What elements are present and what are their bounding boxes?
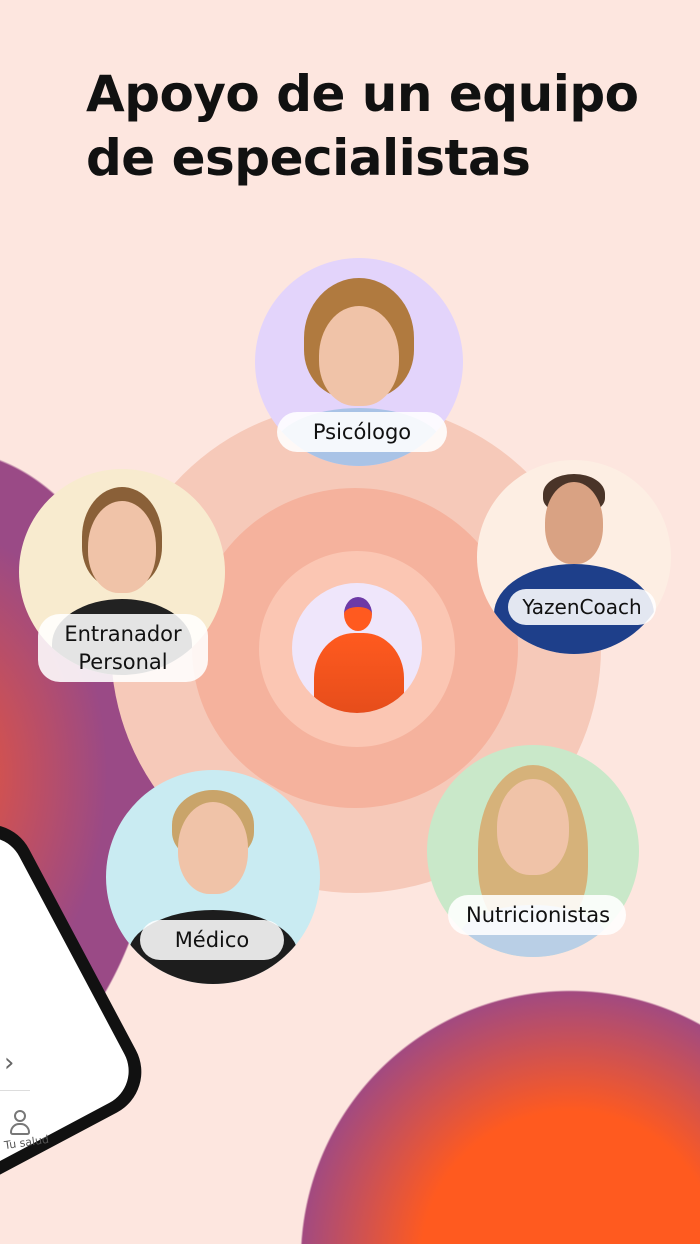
- label-psicologo: Psicólogo: [277, 412, 447, 452]
- center-illustration: [292, 583, 422, 713]
- label-yazencoach: YazenCoach: [508, 589, 656, 625]
- nav-tu-salud[interactable]: Tu salud: [3, 1110, 50, 1152]
- label-line-2: Personal: [78, 650, 168, 674]
- chevron-right-icon[interactable]: ›: [4, 1048, 15, 1078]
- decorative-blob-right: [300, 990, 700, 1244]
- person-icon: [10, 1110, 30, 1136]
- label-entrenador-personal: Entranador Personal: [38, 614, 208, 682]
- figure-head: [344, 597, 372, 631]
- title-line-2: de especialistas: [86, 129, 531, 187]
- page-title: Apoyo de un equipo de especialistas: [86, 62, 639, 190]
- label-line-1: Entranador: [64, 622, 182, 646]
- figure-body: [314, 633, 404, 713]
- label-medico: Médico: [140, 920, 284, 960]
- divider: [0, 1090, 30, 1091]
- label-nutricionistas: Nutricionistas: [448, 895, 626, 935]
- title-line-1: Apoyo de un equipo: [86, 65, 639, 123]
